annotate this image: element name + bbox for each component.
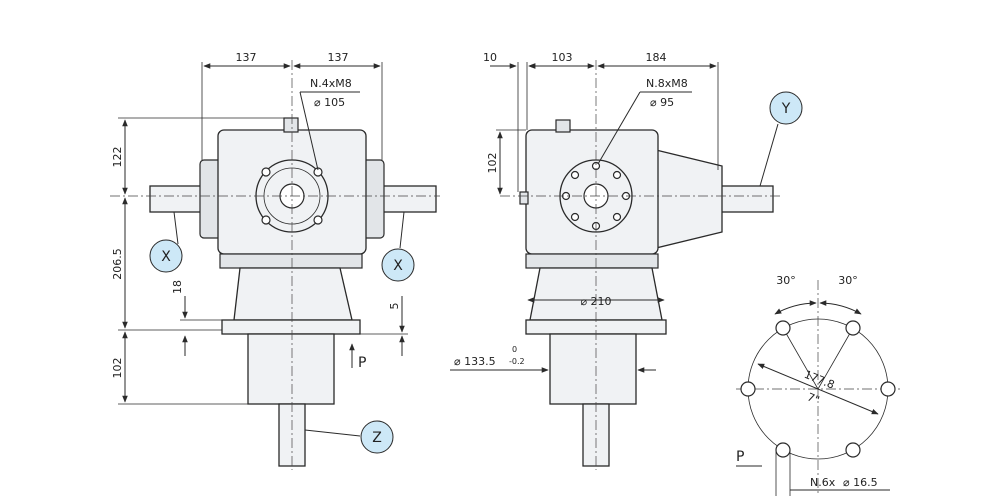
pcd-imperial: 7": [805, 390, 821, 407]
front-bolt-circle: ⌀ 105: [314, 96, 345, 109]
flange-hole: [775, 442, 791, 458]
shaft-x-left-label: X: [161, 249, 171, 265]
side-flange-diameter: ⌀ 210: [580, 295, 611, 308]
front-height-top: 122: [111, 147, 124, 168]
left-shaft: [149, 185, 206, 213]
top-cap: [283, 117, 299, 133]
side-bolt-circle: ⌀ 95: [650, 96, 674, 109]
front-neck: [233, 267, 353, 321]
right-shaft: [381, 185, 437, 213]
side-drain-plug: [519, 191, 529, 205]
side-view: 10 103 184 N.8xM8 ⌀ 95 102 ⌀ 210 ⌀ 133.5…: [450, 51, 803, 470]
flange-detail: 30° 30° 177.8 7" P N.6x ⌀ 16.5: [736, 274, 900, 496]
front-height-mid: 206.5: [111, 248, 124, 280]
flange-hole: [740, 381, 756, 397]
holes-spec: N.6x: [810, 476, 836, 489]
front-base-plate: [219, 253, 363, 269]
side-height: 102: [486, 153, 499, 174]
side-top-cap: [555, 119, 571, 133]
shaft-y-label: Y: [781, 101, 791, 117]
side-offset: 10: [483, 51, 497, 64]
angle-right: 30°: [838, 274, 858, 287]
side-tolerance-upper: 0: [512, 345, 517, 354]
flange-hole: [845, 442, 861, 458]
angle-left: 30°: [776, 274, 796, 287]
front-view: 137 137 N.4xM8 ⌀ 105 122 206.5 102 18 5 …: [110, 51, 440, 470]
side-base-plate: [525, 253, 659, 269]
shaft-z-label: Z: [372, 430, 382, 446]
flange-hole: [845, 320, 861, 336]
shaft-x-left-bubble: [149, 239, 183, 273]
flange-hole: [775, 320, 791, 336]
hole-diameter: ⌀ 16.5: [843, 476, 878, 489]
front-width-right: 137: [328, 51, 349, 64]
shaft-x-right-bubble: [381, 248, 415, 282]
front-mounting-flange: [221, 319, 361, 335]
side-spigot: [549, 333, 637, 405]
front-spigot: [247, 333, 335, 405]
flange-hole: [880, 381, 896, 397]
side-width-right: 184: [646, 51, 667, 64]
front-height-bottom: 102: [111, 358, 124, 379]
shaft-x-right-label: X: [393, 258, 403, 274]
shaft-y-bubble: [769, 91, 803, 125]
side-tolerance-lower: -0.2: [509, 357, 525, 366]
side-width-left: 103: [552, 51, 573, 64]
pcd-metric: 177.8: [802, 368, 836, 392]
front-width-left: 137: [236, 51, 257, 64]
shaft-z-bubble: [360, 420, 394, 454]
side-extension: [655, 149, 723, 249]
side-bolt-spec: N.8xM8: [646, 77, 688, 90]
front-flange-thickness: 18: [171, 280, 184, 294]
front-spigot-depth: 5: [388, 303, 401, 310]
detail-plane-label: P: [736, 449, 744, 465]
front-plane-label: P: [358, 355, 366, 371]
side-shaft-y: [714, 185, 774, 213]
front-bolt-spec: N.4xM8: [310, 77, 352, 90]
side-spigot-diameter: ⌀ 133.5: [454, 355, 496, 368]
